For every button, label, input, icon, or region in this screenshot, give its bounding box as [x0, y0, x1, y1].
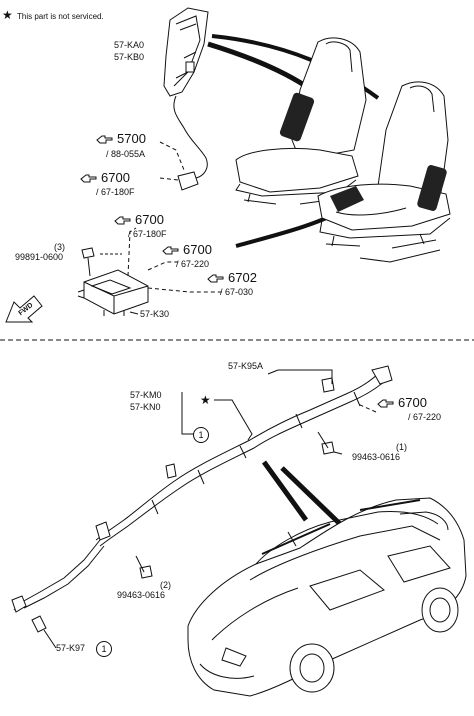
part-code-57-ka0: 57-KA0: [114, 40, 145, 50]
ref-6700-c[interactable]: 6700: [183, 242, 212, 257]
car-silhouette: [187, 497, 467, 697]
fwd-arrow: [5, 295, 43, 323]
not-serviced-star-icon: ★: [2, 8, 13, 22]
part-code-57-kn0: 57-KN0: [130, 402, 161, 412]
ref-6700-d[interactable]: 6700: [398, 395, 427, 410]
ref-6700-d-sub: / 67-220: [408, 412, 442, 422]
ref-6700-b[interactable]: 6700: [135, 212, 164, 227]
ref-5700[interactable]: 5700: [117, 131, 146, 146]
ref-6700-b-sub: / 67-180F: [128, 229, 167, 239]
ref-6702[interactable]: 6702: [228, 270, 257, 285]
part-code-57-k97: 57-K97: [56, 643, 86, 653]
pointing-hand-icon: [207, 274, 224, 283]
part-code-57-k30: 57-K30: [140, 309, 170, 319]
bolt2-code: 99463-0616: [117, 590, 166, 600]
not-serviced-star-icon: ★: [200, 393, 211, 407]
ref-6702-sub: / 67-030: [220, 287, 254, 297]
circled-number: 1: [193, 427, 209, 443]
seat-right: [317, 81, 451, 263]
side-airbag-module: [163, 7, 209, 97]
bolt-code-99891-0600: 99891-0600: [15, 252, 64, 262]
ref-6700-c-sub: / 67-220: [176, 259, 210, 269]
ref-5700-sub: / 88-055A: [106, 149, 146, 159]
bolt2-qty: (2): [160, 580, 171, 590]
part-code-57-kb0: 57-KB0: [114, 52, 145, 62]
ref-6700-a-sub: / 67-180F: [96, 187, 135, 197]
part-code-57-km0: 57-KM0: [130, 390, 162, 400]
ref-6700-a[interactable]: 6700: [101, 170, 130, 185]
circled-number: 1: [96, 641, 112, 657]
legend-note: This part is not serviced.: [17, 12, 104, 21]
part-code-57-k95a: 57-K95A: [228, 361, 264, 371]
bolt1-code: 99463-0616: [352, 452, 401, 462]
pointing-hand-icon: [96, 135, 113, 144]
bolt-qty: (3): [54, 242, 65, 252]
bolt1-qty: (1): [396, 442, 407, 452]
pointing-hand-icon: [80, 174, 97, 183]
curtain-airbag: [11, 365, 393, 613]
pointing-hand-icon: [377, 399, 394, 408]
pointing-hand-icon: [114, 216, 131, 225]
pointing-hand-icon: [162, 246, 179, 255]
sdm-module: [77, 269, 149, 316]
